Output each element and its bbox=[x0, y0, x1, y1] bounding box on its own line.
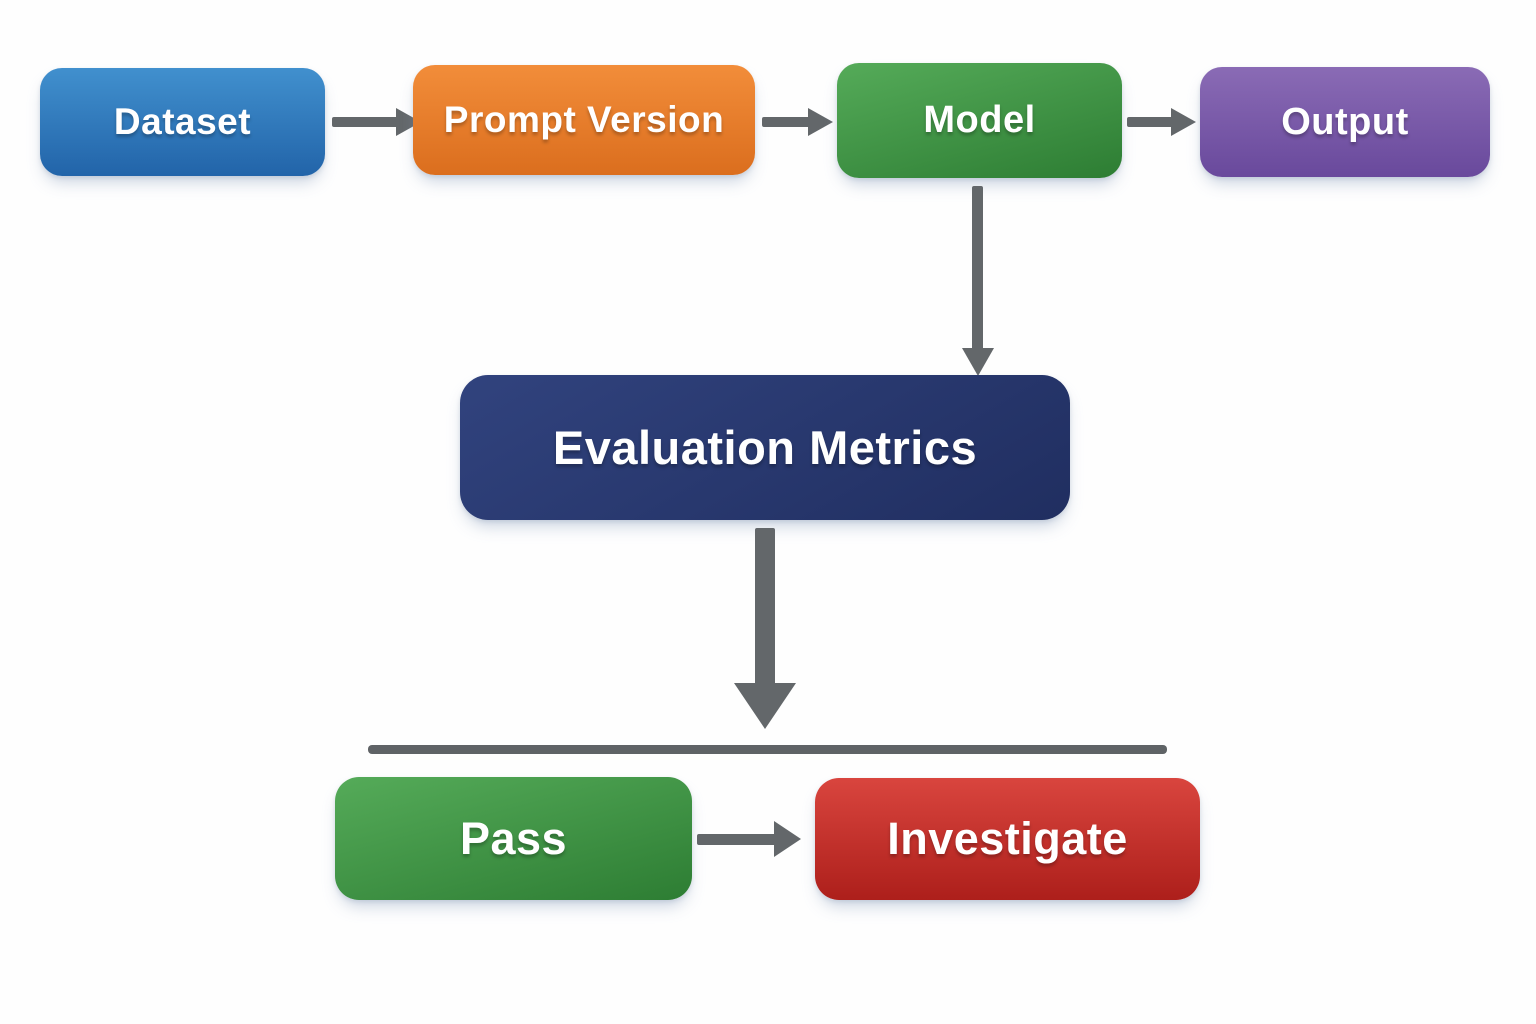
arrow-model-to-evaluation-icon bbox=[962, 186, 994, 378]
arrow-model-to-output-icon bbox=[1127, 108, 1197, 136]
node-output: Output bbox=[1200, 67, 1490, 177]
node-output-label: Output bbox=[1281, 100, 1409, 143]
node-pass-label: Pass bbox=[459, 812, 568, 864]
outcome-divider-line bbox=[368, 745, 1167, 754]
node-dataset: Dataset bbox=[40, 68, 325, 176]
node-prompt-version-label: Prompt Version bbox=[443, 99, 725, 140]
node-investigate-label: Investigate bbox=[887, 813, 1128, 864]
node-prompt-version: Prompt Version bbox=[413, 65, 755, 175]
node-evaluation-metrics: Evaluation Metrics bbox=[460, 375, 1070, 520]
node-dataset-label: Dataset bbox=[113, 101, 252, 142]
arrow-evaluation-to-outcomes-icon bbox=[734, 528, 796, 729]
node-evaluation-metrics-label: Evaluation Metrics bbox=[552, 421, 978, 474]
node-investigate: Investigate bbox=[815, 778, 1200, 900]
node-model-label: Model bbox=[923, 99, 1036, 141]
arrow-dataset-to-prompt-icon bbox=[332, 108, 422, 136]
node-pass: Pass bbox=[335, 777, 692, 900]
node-model: Model bbox=[837, 63, 1122, 178]
arrow-prompt-to-model-icon bbox=[762, 108, 834, 136]
arrow-pass-to-investigate-icon bbox=[697, 821, 802, 858]
